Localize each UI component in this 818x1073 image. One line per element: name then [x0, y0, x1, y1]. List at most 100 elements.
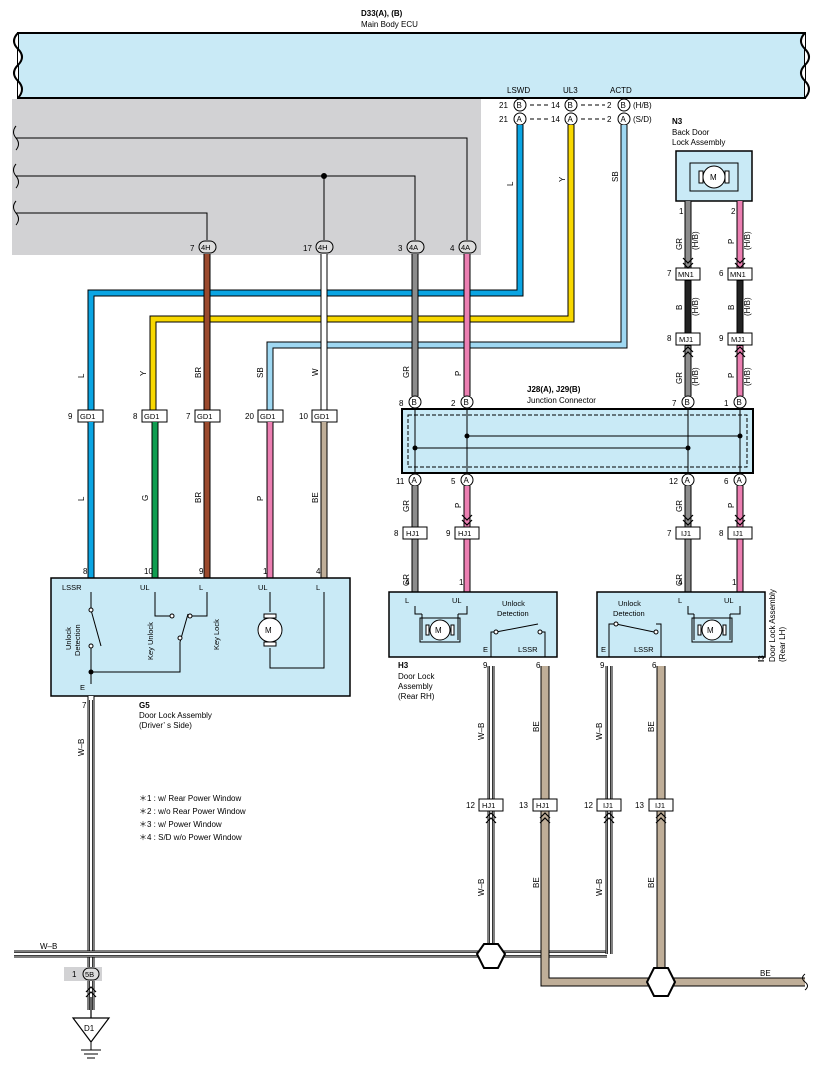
svg-text:(H/B): (H/B) — [743, 367, 752, 386]
svg-text:7: 7 — [667, 529, 672, 538]
svg-text:P: P — [256, 496, 265, 501]
svg-text:E: E — [601, 645, 606, 654]
svg-text:(H/B): (H/B) — [691, 231, 700, 250]
n3-pin2: 2 — [731, 207, 736, 216]
svg-text:B: B — [621, 101, 626, 110]
svg-text:P: P — [727, 503, 736, 508]
svg-text:GR: GR — [675, 372, 684, 384]
svg-text:LSSR: LSSR — [518, 645, 538, 654]
svg-text:10: 10 — [144, 567, 153, 576]
motor-icon: M — [435, 626, 442, 635]
i3-line1: Door Lock Assembly — [768, 589, 777, 662]
svg-text:W–B: W–B — [77, 739, 86, 756]
svg-text:A: A — [464, 476, 470, 485]
conn-4a-4: 4 4A — [450, 240, 477, 254]
svg-text:GD1: GD1 — [80, 412, 95, 421]
svg-text:5B: 5B — [85, 970, 94, 979]
svg-text:MJ1: MJ1 — [731, 335, 745, 344]
motor-icon: M — [265, 626, 272, 635]
svg-text:7: 7 — [667, 269, 672, 278]
svg-text:MN1: MN1 — [730, 270, 746, 279]
svg-text:21: 21 — [499, 101, 508, 110]
wire-labels-lower: W–B W–B BE W–B BE W–B BE W–B BE W–B BE — [40, 721, 771, 978]
svg-text:GR: GR — [402, 574, 411, 586]
h3-line1: Door Lock — [398, 672, 435, 681]
svg-text:UL: UL — [452, 596, 462, 605]
svg-text:GD1: GD1 — [144, 412, 159, 421]
svg-text:9: 9 — [199, 567, 204, 576]
wire-wb-main — [14, 696, 607, 1010]
svg-text:4: 4 — [405, 578, 410, 587]
svg-text:BE: BE — [532, 877, 541, 888]
svg-text:7: 7 — [190, 244, 195, 253]
svg-text:B: B — [464, 398, 469, 407]
motor-icon: M — [707, 626, 714, 635]
svg-text:2: 2 — [607, 101, 612, 110]
svg-text:1: 1 — [732, 578, 737, 587]
svg-text:＊4 : S/D w/o Power Window: ＊4 : S/D w/o Power Window — [139, 833, 242, 842]
svg-text:Unlock: Unlock — [64, 627, 73, 650]
svg-text:L: L — [199, 583, 203, 592]
svg-text:3: 3 — [398, 244, 403, 253]
svg-text:＊2 : w/o Rear Power Window: ＊2 : w/o Rear Power Window — [139, 807, 246, 816]
svg-text:Y: Y — [139, 370, 148, 376]
svg-text:8: 8 — [667, 334, 672, 343]
svg-text:＊1 : w/ Rear Power Window: ＊1 : w/ Rear Power Window — [139, 794, 241, 803]
splice-points — [475, 943, 677, 997]
ecu-term-actd: ACTD — [610, 86, 632, 95]
wire-labels-upper: L Y SB L Y BR SB W GR P — [77, 171, 620, 378]
conn-hj1-12: 12 HJ1 — [466, 798, 504, 812]
svg-text:Detection: Detection — [497, 609, 529, 618]
svg-text:9: 9 — [719, 334, 724, 343]
svg-text:W–B: W–B — [477, 723, 486, 740]
conn-gd1-20: 20 GD1 — [245, 409, 284, 423]
svg-text:1: 1 — [459, 578, 464, 587]
conn-mj1-8: 8 MJ1 — [667, 332, 701, 346]
svg-text:IJ1: IJ1 — [681, 529, 691, 538]
svg-text:E: E — [80, 683, 85, 692]
ecu-pin-row-hb: 21 B 14 B 2 B (H/B) — [499, 98, 652, 112]
conn-gd1-9: 9 GD1 — [68, 409, 104, 423]
n3-back-door-lock-box: M — [675, 150, 753, 202]
i3-line2: (Rear LH) — [778, 627, 787, 662]
svg-text:GR: GR — [675, 574, 684, 586]
ecu-name: Main Body ECU — [361, 20, 418, 29]
svg-text:12: 12 — [669, 477, 678, 486]
svg-text:L: L — [316, 583, 320, 592]
i3-pin9: 9 — [600, 661, 605, 670]
svg-text:L: L — [77, 373, 86, 378]
svg-text:W–B: W–B — [477, 879, 486, 896]
svg-text:LSSR: LSSR — [634, 645, 654, 654]
svg-text:B: B — [685, 398, 690, 407]
svg-text:IJ1: IJ1 — [733, 529, 743, 538]
svg-text:4: 4 — [316, 567, 321, 576]
wire-sb-ecu — [266, 125, 628, 410]
svg-text:9: 9 — [68, 412, 73, 421]
svg-text:GD1: GD1 — [314, 412, 329, 421]
svg-text:Key Lock: Key Lock — [212, 619, 221, 650]
svg-text:12: 12 — [584, 801, 593, 810]
svg-text:(H/B): (H/B) — [743, 297, 752, 316]
svg-text:L: L — [405, 596, 409, 605]
g5-line1: Door Lock Assembly — [139, 711, 212, 720]
ground-connector-5b: 1 5B — [64, 967, 102, 981]
svg-text:A: A — [621, 115, 627, 124]
h3-rear-rh-lock-box: M L UL Unlock Detection E LSSR — [388, 591, 558, 658]
svg-text:P: P — [727, 373, 736, 378]
svg-text:GR: GR — [402, 366, 411, 378]
wires-other-circuits — [13, 125, 468, 240]
h3-pin6: 6 — [536, 661, 541, 670]
conn-ij1-12: 12 IJ1 — [584, 798, 622, 812]
h3-pin9: 9 — [483, 661, 488, 670]
svg-text:1: 1 — [724, 399, 729, 408]
svg-text:GR: GR — [675, 500, 684, 512]
svg-text:Key Unlock: Key Unlock — [146, 622, 155, 660]
svg-text:13: 13 — [519, 801, 528, 810]
svg-text:8: 8 — [719, 529, 724, 538]
svg-text:B: B — [517, 101, 522, 110]
svg-text:UL: UL — [258, 583, 268, 592]
svg-text:7: 7 — [672, 399, 677, 408]
junction-top-pins: 8 B 2 B 7 B 1 B — [399, 395, 747, 409]
wire-labels-g5: L G BR P BE — [77, 492, 320, 503]
svg-text:P: P — [454, 371, 463, 376]
